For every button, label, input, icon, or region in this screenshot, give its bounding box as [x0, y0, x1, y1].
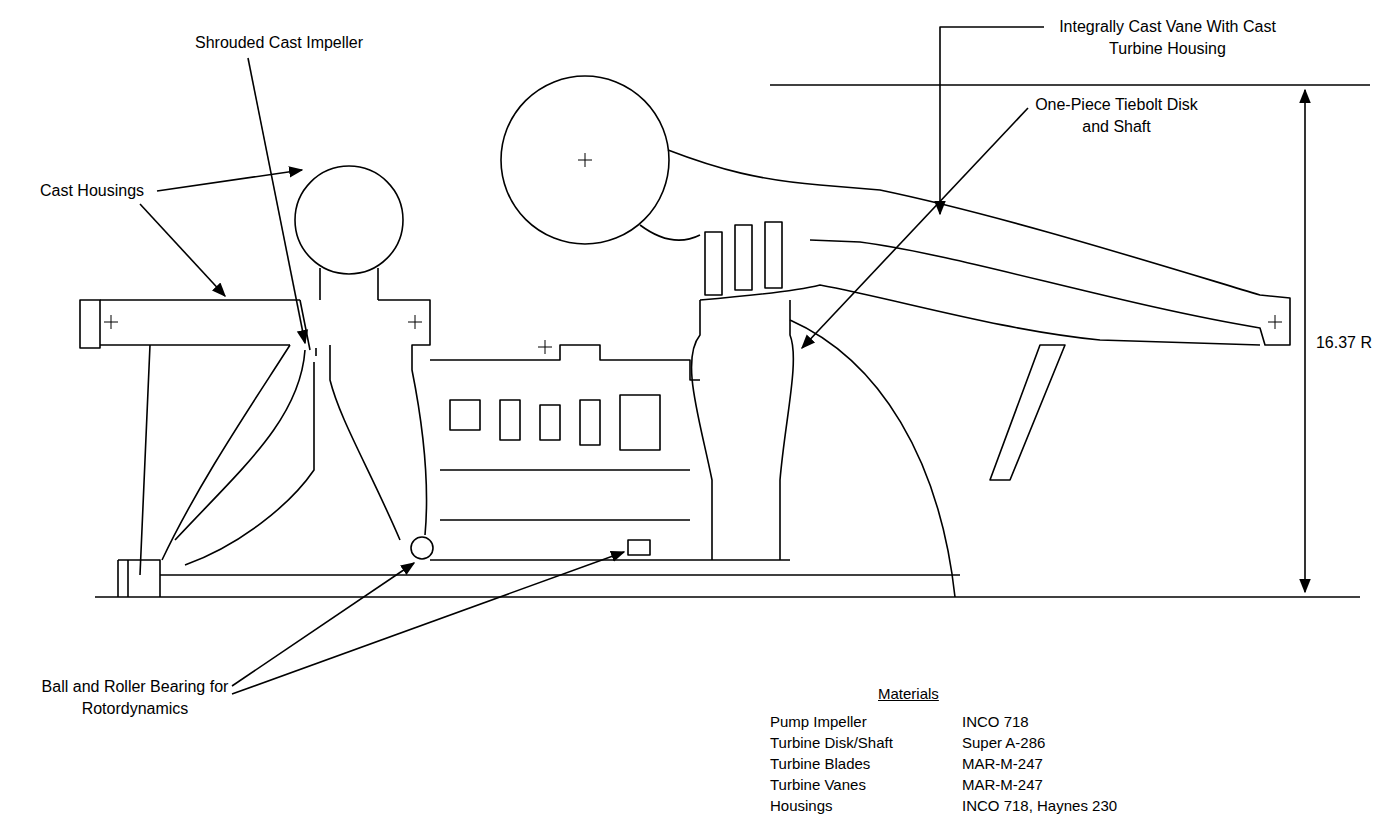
- inlet-cone: [140, 345, 290, 575]
- volute-neck: [320, 268, 378, 300]
- table-cell: Turbine Vanes: [770, 775, 866, 795]
- dimension-line: [1304, 90, 1306, 592]
- leader-line: [232, 552, 624, 694]
- table-cell: INCO 718: [962, 712, 1029, 732]
- shaft-seals: [450, 395, 660, 450]
- roller-bearing: [628, 540, 650, 555]
- manifold-neck: [640, 225, 700, 240]
- leader-line: [157, 170, 302, 191]
- rotor-blade: [705, 232, 722, 295]
- leader-line: [248, 58, 305, 343]
- turbine-housing: [668, 150, 1290, 345]
- centerline: [95, 596, 1360, 598]
- impeller-shroud: [175, 350, 305, 540]
- table-cell: Super A-286: [962, 733, 1045, 753]
- pump-backface: [330, 345, 400, 540]
- part-label: Shrouded Cast Impeller: [195, 32, 363, 54]
- seal-cartridge: [440, 470, 690, 520]
- rotor-blade: [765, 222, 782, 288]
- leader-line: [140, 204, 225, 296]
- inlet-flange: [80, 300, 100, 348]
- part-label: Cast Housings: [40, 180, 144, 202]
- exhaust-strut: [990, 345, 1065, 480]
- pump-rear-housing: [378, 300, 430, 535]
- leader-line: [232, 563, 414, 686]
- inlet-housing: [100, 300, 300, 345]
- impeller-hub: [185, 362, 314, 565]
- part-label: One-Piece Tiebolt Disk and Shaft: [1034, 94, 1199, 138]
- bearing-housing: [430, 345, 700, 380]
- turbine-disk: [692, 300, 794, 560]
- table-cell: INCO 718, Haynes 230: [962, 796, 1117, 816]
- leader-line: [802, 108, 1028, 348]
- part-label: Integrally Cast Vane With Cast Turbine H…: [1050, 16, 1285, 60]
- table-cell: MAR-M-247: [962, 754, 1043, 774]
- table-cell: Pump Impeller: [770, 712, 867, 732]
- bearing-housing-bore: [430, 559, 700, 561]
- pump-volute: [295, 166, 403, 274]
- table-cell: MAR-M-247: [962, 775, 1043, 795]
- turbine-vane: [735, 225, 752, 290]
- center-marks: [104, 153, 1282, 354]
- dimension-label: 16.37 R: [1316, 332, 1372, 354]
- table-heading: Materials: [878, 684, 939, 704]
- part-label: Ball and Roller Bearing for Rotordynamic…: [40, 676, 230, 720]
- table-cell: Turbine Disk/Shaft: [770, 733, 893, 753]
- reference-line: [770, 84, 1370, 86]
- exhaust-cone: [790, 320, 955, 597]
- exhaust-flowpath: [700, 285, 1260, 345]
- ball-bearing: [411, 537, 433, 559]
- table-cell: Turbine Blades: [770, 754, 870, 774]
- table-cell: Housings: [770, 796, 833, 816]
- tiebolt-nut: [118, 560, 160, 597]
